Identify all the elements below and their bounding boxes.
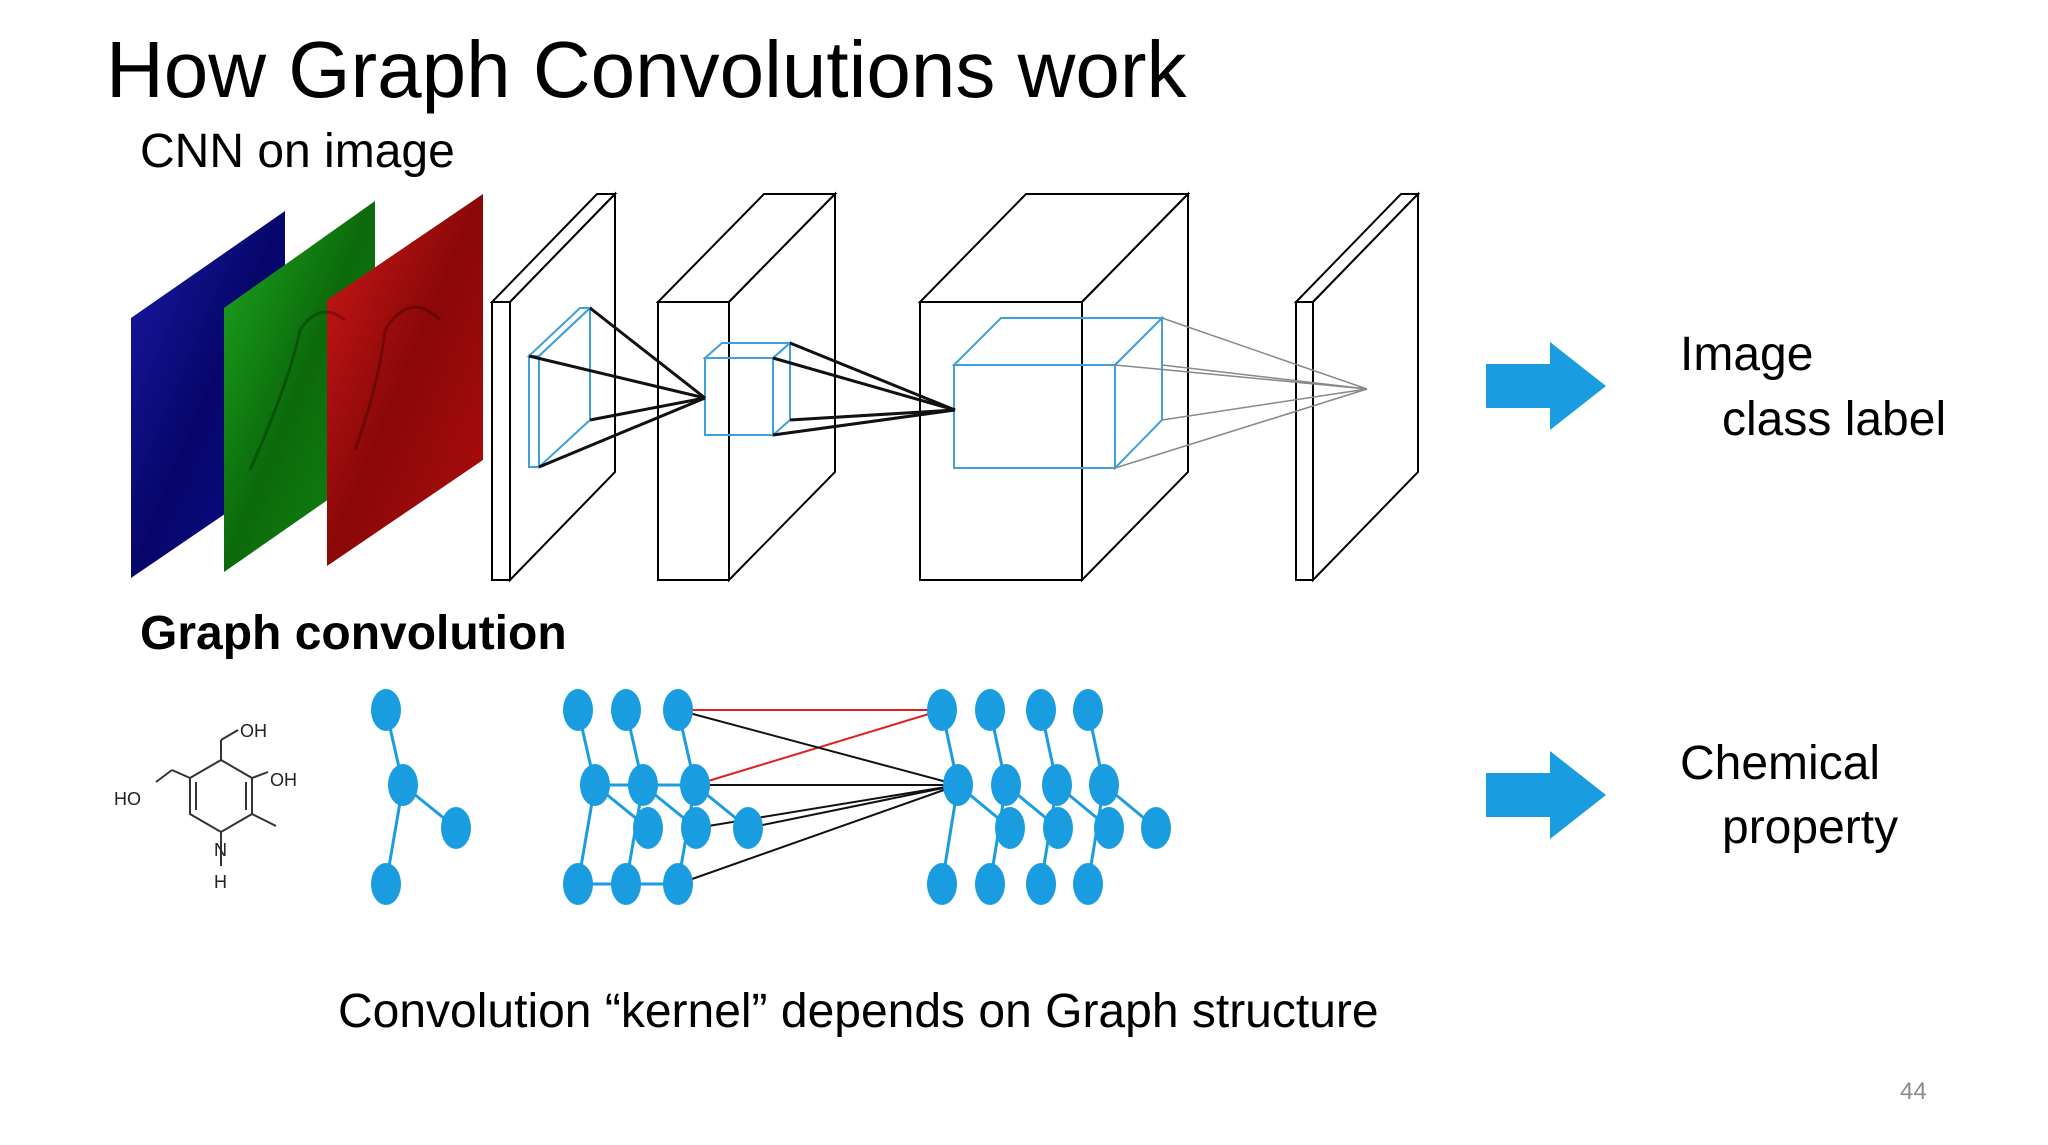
fc-connections [1114, 317, 1368, 469]
graph-section-heading: Graph convolution [140, 607, 567, 660]
graph-output-label-line2: property [1722, 801, 1899, 854]
slide-caption: Convolution “kernel” depends on Graph st… [338, 985, 1379, 1038]
cnn-output-label-line2: class label [1722, 393, 1947, 446]
graph-output-arrow [1486, 751, 1606, 839]
atom-nitrogen: N [214, 840, 227, 860]
graph-output-label-line1: Chemical [1680, 737, 1881, 790]
atom-oh-top: OH [240, 721, 267, 741]
page-number: 44 [1900, 1078, 1927, 1105]
atom-ho-left: HO [114, 789, 141, 809]
conv-layer-2 [655, 191, 838, 583]
cnn-section-heading: CNN on image [140, 125, 455, 178]
convolution-connections [528, 306, 956, 469]
rgb-input-image [131, 194, 483, 578]
graph-layer-b [927, 689, 1171, 905]
slide-title: How Graph Convolutions work [106, 25, 1187, 114]
atom-oh-right: OH [270, 770, 297, 790]
atom-hydrogen: H [214, 872, 227, 892]
conv-layer-1 [489, 191, 618, 583]
cnn-output-arrow [1486, 342, 1606, 430]
cnn-layers [489, 191, 1421, 583]
molecule-atoms: OH OH HO N H [114, 721, 297, 892]
molecule-structure [155, 729, 277, 866]
red-channel [327, 194, 483, 566]
conv-layer-3 [917, 191, 1191, 583]
fully-connected-layer [1293, 191, 1421, 583]
graph-layer-a [563, 689, 959, 905]
cnn-output-label-line1: Image [1680, 328, 1814, 381]
input-graph [371, 689, 471, 905]
